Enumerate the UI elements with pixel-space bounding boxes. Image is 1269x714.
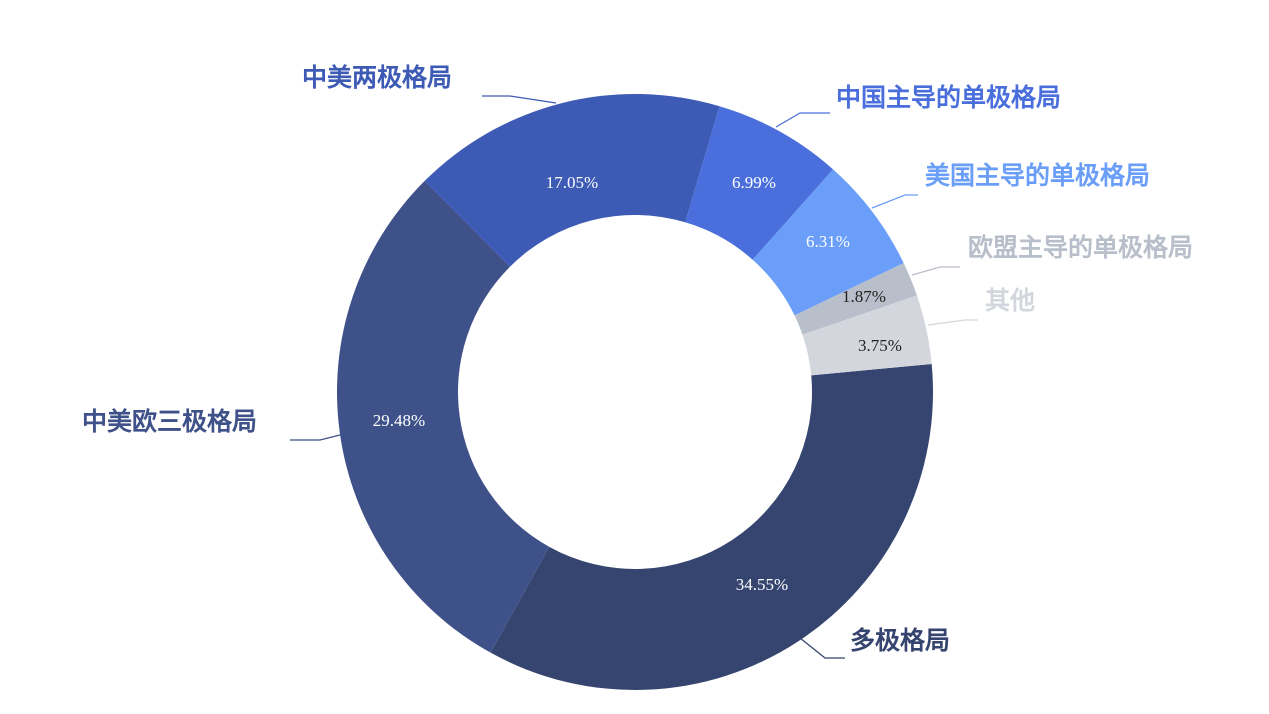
donut-slice bbox=[336, 180, 550, 653]
donut-slice bbox=[424, 93, 720, 267]
value-label: 29.48% bbox=[372, 411, 426, 430]
leader-line bbox=[911, 266, 960, 276]
leader-line bbox=[290, 431, 353, 441]
donut-slice bbox=[685, 106, 834, 260]
donut-slice bbox=[802, 295, 932, 376]
donut-slice bbox=[490, 363, 934, 690]
category-label: 多极格局 bbox=[850, 626, 951, 655]
category-label: 中国主导的单极格局 bbox=[836, 83, 1062, 112]
category-label: 美国主导的单极格局 bbox=[925, 161, 1151, 190]
donut-slice bbox=[794, 263, 917, 335]
leader-line bbox=[927, 319, 978, 326]
category-label: 中美欧三极格局 bbox=[82, 407, 258, 436]
leader-line bbox=[799, 637, 845, 659]
value-label: 17.05% bbox=[545, 173, 599, 192]
leader-line bbox=[775, 112, 830, 128]
donut-slice bbox=[752, 169, 904, 316]
value-label: 3.75% bbox=[858, 336, 902, 355]
value-label: 6.99% bbox=[732, 173, 776, 192]
value-label: 1.87% bbox=[842, 287, 886, 306]
category-label: 中美两极格局 bbox=[302, 63, 453, 92]
leader-line bbox=[871, 194, 918, 209]
category-label: 其他 bbox=[985, 286, 1036, 315]
value-label: 6.31% bbox=[806, 232, 850, 251]
leader-line bbox=[482, 95, 557, 104]
value-label: 34.55% bbox=[735, 575, 789, 594]
category-label: 欧盟主导的单极格局 bbox=[968, 233, 1194, 262]
